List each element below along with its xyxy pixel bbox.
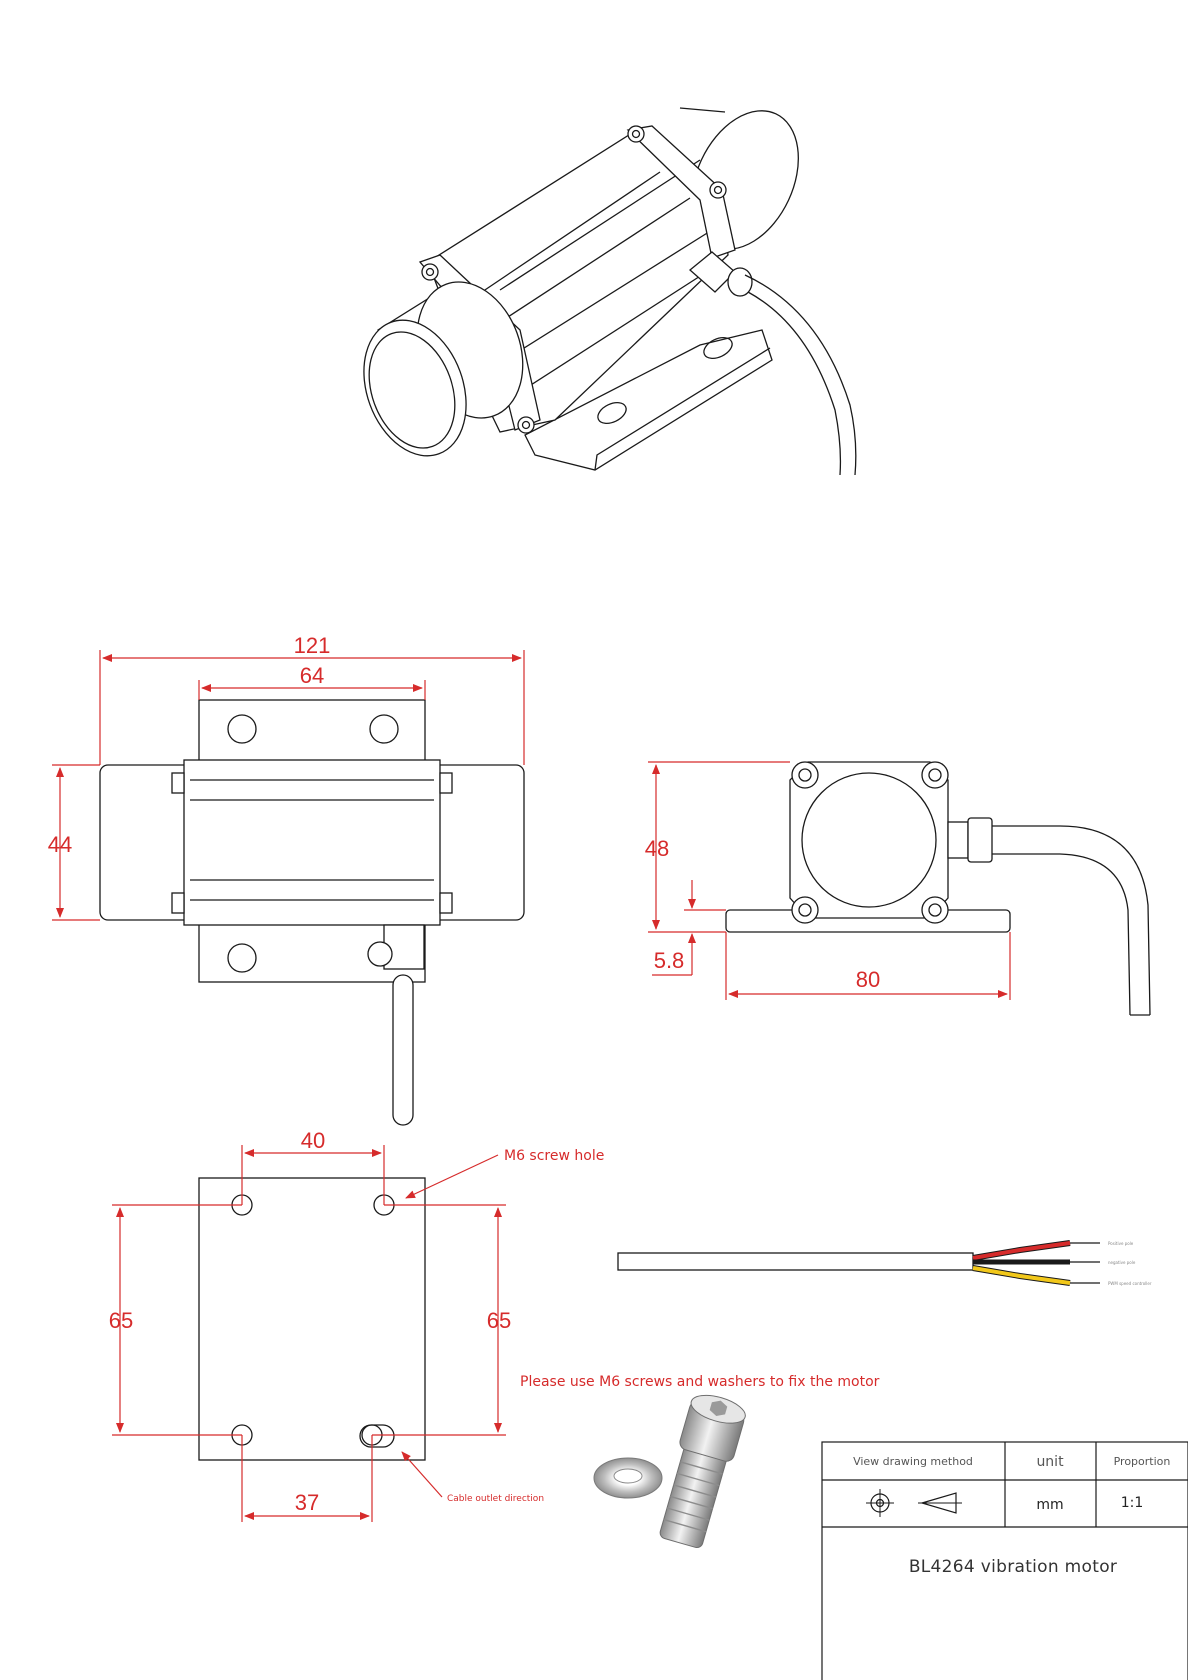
- dim-base-thickness: 5.8: [654, 948, 685, 973]
- proportion-value: 1:1: [1121, 1495, 1144, 1511]
- dim-hole-spacing-left: 65: [109, 1308, 133, 1333]
- isometric-motor-view: [363, 107, 857, 476]
- bracket-view: [198, 1177, 426, 1461]
- view-method-label: View drawing method: [853, 1455, 973, 1468]
- cable-wires: Positive pole negative pole PWM speed co…: [617, 1240, 1152, 1286]
- cable-gland: [383, 924, 425, 970]
- wire-yellow: [972, 1266, 1071, 1285]
- wire-label-negative: negative pole: [1108, 1260, 1136, 1265]
- bracket-plate: [198, 1177, 426, 1461]
- title-block: View drawing method unit Proportion mm 1…: [821, 1441, 1188, 1680]
- dim-overall-length: 121: [294, 633, 331, 658]
- drawing-title: BL4264 vibration motor: [909, 1557, 1117, 1577]
- first-angle-projection-icon: [866, 1489, 962, 1517]
- housing-outline: [183, 759, 441, 926]
- screw-icon: [659, 1394, 746, 1549]
- dim-body-height: 44: [48, 832, 72, 857]
- dim-base-length: 80: [856, 967, 880, 992]
- end-cap: [801, 772, 937, 908]
- dim-cable-offset: 37: [295, 1490, 319, 1515]
- side-view-dimensions: 48 5.8 80: [645, 761, 1011, 1000]
- top-view: [99, 699, 525, 1126]
- cable-direction-note: Cable outlet direction: [447, 1494, 544, 1504]
- mount-hole: [227, 943, 257, 973]
- unit-label: unit: [1036, 1454, 1064, 1470]
- screw-hole-note: M6 screw hole: [504, 1148, 604, 1164]
- dim-hole-spacing-right: 65: [487, 1308, 511, 1333]
- bracket-view-dimensions: 40 65 65 37 M6 screw hole Cable outlet d…: [109, 1128, 604, 1522]
- dim-hole-spacing-top: 40: [301, 1128, 325, 1153]
- unit-value: mm: [1036, 1497, 1063, 1513]
- cable-slot: [359, 1424, 395, 1448]
- dim-bracket-width: 64: [300, 663, 324, 688]
- mount-hole: [369, 714, 399, 744]
- cable-sheath: [617, 1252, 974, 1271]
- cable: [392, 974, 414, 1126]
- wire-red: [972, 1241, 1071, 1260]
- dim-height: 48: [645, 836, 669, 861]
- washer-icon: [593, 1457, 663, 1499]
- wire-label-positive: Positive pole: [1108, 1241, 1134, 1246]
- side-view: [725, 761, 1151, 1016]
- top-view-dimensions: 121 64 44: [48, 633, 525, 921]
- wire-label-pwm: PWM speed controller: [1108, 1281, 1152, 1286]
- mounting-instruction: Please use M6 screws and washers to fix …: [520, 1374, 880, 1390]
- mount-hole: [227, 714, 257, 744]
- proportion-label: Proportion: [1114, 1455, 1171, 1468]
